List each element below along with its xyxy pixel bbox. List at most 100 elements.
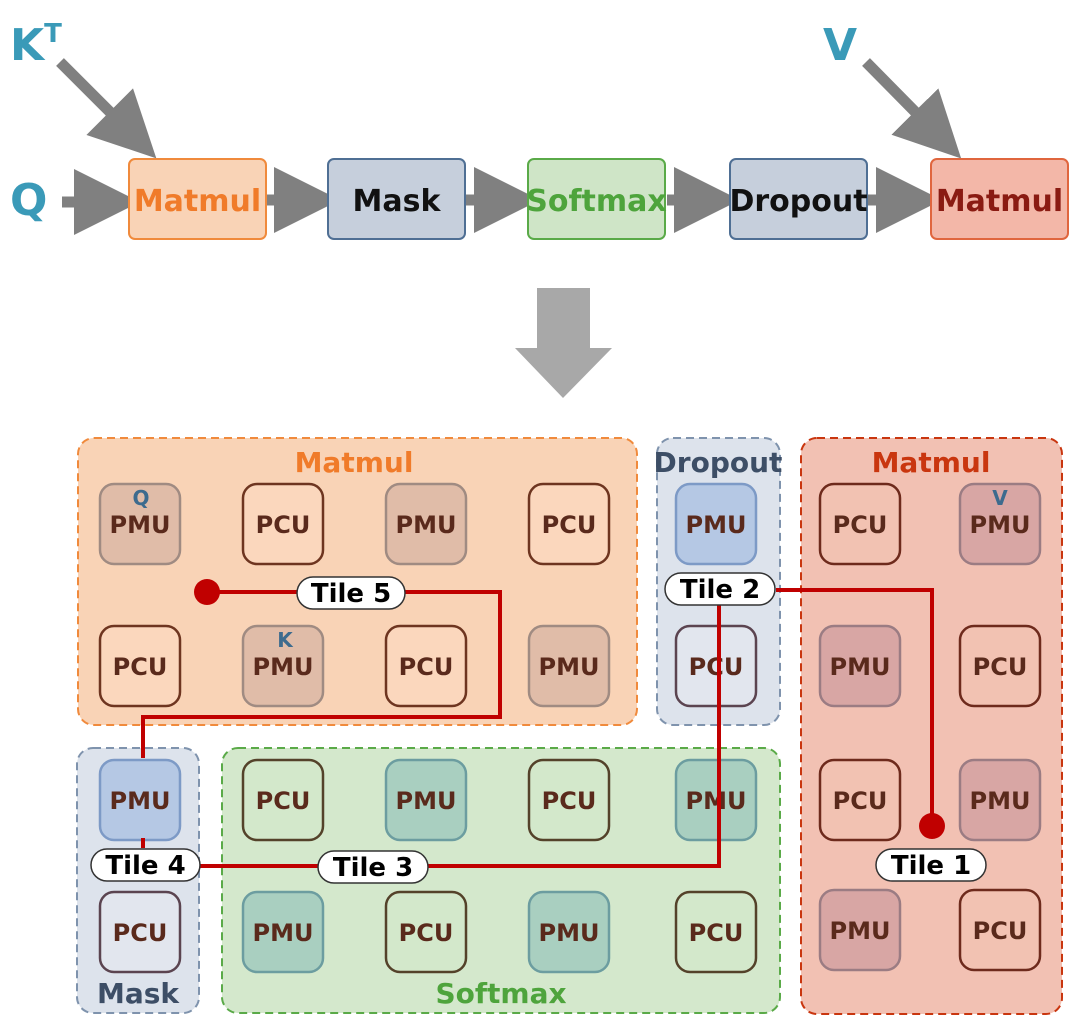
pcu-unit-box	[674, 624, 758, 708]
pmu-unit-box	[818, 624, 902, 708]
pmu-unit-box	[674, 758, 758, 842]
tile-label-pill	[90, 848, 201, 882]
pmu-unit: PMU	[241, 890, 325, 974]
pmu-unit-box	[241, 890, 325, 974]
pcu-unit-box	[384, 890, 468, 974]
pcu-unit-box	[384, 624, 468, 708]
pcu-unit: PCU	[98, 890, 182, 974]
pcu-unit-label: PCU	[973, 653, 1028, 681]
path-segment-5	[141, 590, 502, 758]
region-dropout-title: Dropout	[654, 446, 783, 479]
pmu-unit: PMU	[241, 624, 325, 708]
pmu-unit-label: PMU	[970, 787, 1031, 815]
pipeline-op-box	[527, 158, 666, 240]
pmu-unit-label: PMU	[686, 787, 747, 815]
pipeline-op-label: Matmul	[936, 184, 1063, 219]
pcu-unit-label: PCU	[399, 653, 454, 681]
tile-label-pill	[296, 576, 406, 610]
pcu-unit-box	[241, 482, 325, 566]
path-start-dot	[919, 813, 945, 839]
tile-label-pill	[317, 850, 429, 884]
pcu-unit-label: PCU	[113, 653, 168, 681]
pmu-unit: PMU	[958, 758, 1042, 842]
tile-label-4: Tile 4	[90, 848, 201, 882]
pipeline-op-label: Matmul	[134, 184, 261, 219]
pmu-unit-label: PMU	[396, 787, 457, 815]
pipeline-op-1: Matmul	[128, 158, 267, 240]
transform-arrow-icon	[515, 288, 612, 398]
pipeline-op-5: Matmul	[930, 158, 1069, 240]
pmu-unit-box	[98, 758, 182, 842]
pipeline-op-label: Dropout	[729, 184, 867, 219]
pmu-unit-label: PMU	[686, 511, 747, 539]
pmu-unit: PMU	[384, 758, 468, 842]
pcu-unit: PCU	[98, 624, 182, 708]
pcu-unit-label: PCU	[973, 917, 1028, 945]
pcu-unit-label: PCU	[399, 919, 454, 947]
pcu-unit: PCU	[241, 482, 325, 566]
region-matmul-2-title: Matmul	[872, 446, 991, 479]
pcu-unit: PCU	[674, 624, 758, 708]
pmu-unit: PMU	[98, 482, 182, 566]
region-mask-title: Mask	[97, 977, 180, 1010]
pmu-unit-label: PMU	[539, 919, 600, 947]
pmu-unit-label: PMU	[970, 511, 1031, 539]
pipeline-op-box	[128, 158, 267, 240]
pcu-unit-box	[527, 758, 611, 842]
pcu-unit-box	[958, 888, 1042, 972]
pcu-unit-label: PCU	[689, 919, 744, 947]
pmu-unit-box	[384, 482, 468, 566]
pcu-unit: PCU	[818, 482, 902, 566]
path-segment-2	[428, 600, 721, 868]
pmu-unit: PMU	[527, 890, 611, 974]
pcu-unit-label: PCU	[689, 653, 744, 681]
pipeline-arrows	[56, 58, 962, 235]
pcu-unit-box	[98, 890, 182, 974]
pmu-unit: PMU	[527, 624, 611, 708]
tile-label-text: Tile 2	[680, 575, 760, 605]
pipeline-op-label: Softmax	[526, 184, 666, 219]
pmu-unit: PMU	[384, 482, 468, 566]
unit-q-marker: Q	[132, 486, 149, 510]
region-softmax: Softmax	[221, 747, 781, 1014]
tile-label-text: Tile 1	[891, 851, 971, 881]
path-end-dot	[194, 579, 220, 605]
path-segment-1	[776, 588, 934, 826]
pcu-unit: PCU	[958, 888, 1042, 972]
pcu-unit-label: PCU	[542, 787, 597, 815]
pcu-unit-label: PCU	[256, 787, 311, 815]
pmu-unit-box	[958, 758, 1042, 842]
pmu-unit: PMU	[958, 482, 1042, 566]
pcu-unit-box	[674, 890, 758, 974]
pcu-unit-label: PCU	[833, 787, 888, 815]
pmu-unit-label: PMU	[830, 653, 891, 681]
pcu-unit: PCU	[674, 890, 758, 974]
pmu-unit-box	[818, 888, 902, 972]
input-v-label: V	[823, 20, 857, 71]
pmu-unit: PMU	[818, 624, 902, 708]
pmu-unit-box	[98, 482, 182, 566]
pipeline-op-4: Dropout	[729, 158, 868, 240]
pmu-unit-label: PMU	[539, 653, 600, 681]
tile-label-text: Tile 4	[105, 851, 185, 881]
pcu-unit-label: PCU	[833, 511, 888, 539]
pmu-unit-box	[241, 624, 325, 708]
pcu-unit-box	[818, 758, 902, 842]
tile-label-3: Tile 3	[317, 850, 429, 884]
tile-label-pill	[875, 848, 987, 882]
pmu-unit-box	[674, 482, 758, 566]
pmu-unit-label: PMU	[253, 653, 314, 681]
tile-label-2: Tile 2	[664, 572, 776, 606]
pipeline-op-3: Softmax	[526, 158, 667, 240]
tile-path	[141, 588, 934, 868]
pmu-unit-label: PMU	[253, 919, 314, 947]
pmu-unit: PMU	[98, 758, 182, 842]
tile-label-1: Tile 1	[875, 848, 987, 882]
pcu-unit-box	[958, 624, 1042, 708]
pcu-unit: PCU	[958, 624, 1042, 708]
region-matmul-1-title: Matmul	[295, 446, 414, 479]
tile-label-text: Tile 3	[333, 853, 413, 883]
arrow-kt-to-matmul	[56, 58, 157, 159]
